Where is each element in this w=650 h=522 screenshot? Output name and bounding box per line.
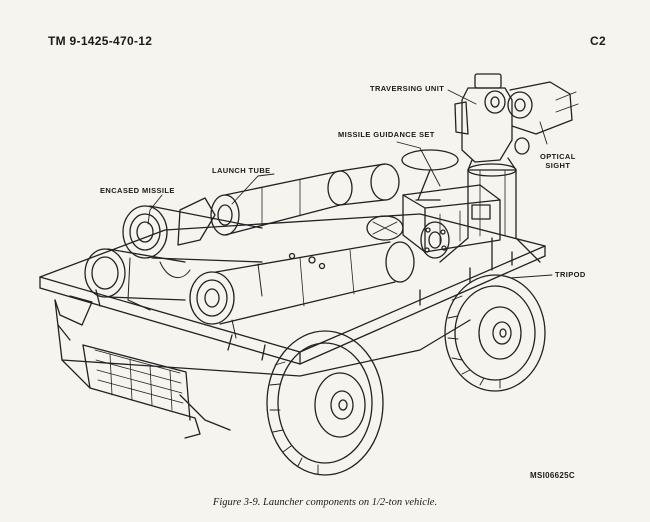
launch-tube: [177, 163, 400, 246]
optical-sight: [484, 81, 579, 155]
traversing-unit: [454, 73, 517, 177]
label-traversing-unit: TRAVERSING UNIT: [370, 84, 445, 93]
chassis: [54, 299, 471, 439]
figure-code: MSI06625C: [530, 471, 575, 480]
rear-right-wheel: [444, 274, 546, 392]
document-id: TM 9-1425-470-12: [48, 34, 153, 48]
front-grille: [94, 349, 184, 411]
front-left-wheel: [266, 330, 384, 476]
page-code: C2: [590, 34, 606, 48]
label-encased-missile: ENCASED MISSILE: [100, 186, 175, 195]
label-launch-tube: LAUNCH TUBE: [212, 166, 271, 175]
missile-cradles: [127, 257, 263, 339]
steering-wheel: [401, 149, 459, 201]
encased-missile-upper: [122, 205, 263, 263]
label-optical-sight-line1: OPTICAL: [540, 152, 576, 161]
label-missile-guidance-set: MISSILE GUIDANCE SET: [338, 130, 435, 139]
figure-caption: Figure 3-9. Launcher components on 1/2-t…: [212, 497, 438, 508]
encased-missile-lower: [189, 241, 415, 325]
cargo-bed: [39, 213, 546, 365]
label-optical-sight: OPTICAL SIGHT: [540, 152, 576, 170]
label-optical-sight-line2: SIGHT: [545, 161, 571, 170]
leader-lines: [147, 89, 553, 279]
battery-assembly: [366, 215, 450, 259]
encased-missile-left: [84, 248, 186, 301]
label-tripod: TRIPOD: [555, 270, 586, 279]
missile-guidance-set: [402, 184, 501, 253]
